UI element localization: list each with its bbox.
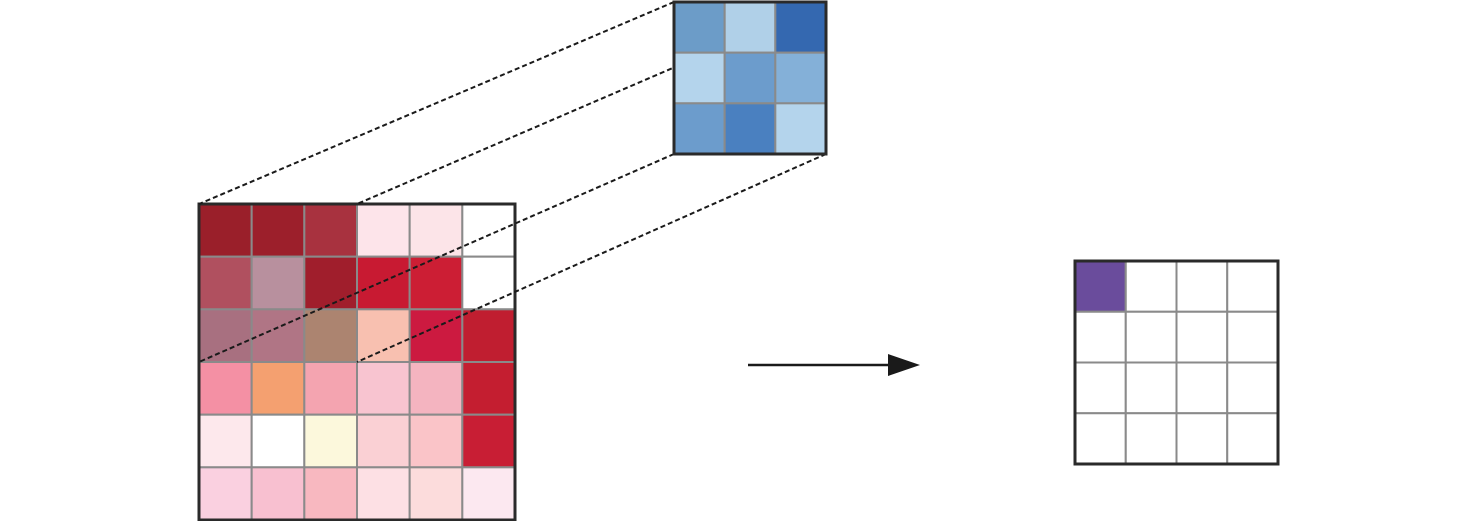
output-cell [1124, 310, 1178, 364]
input-cell [356, 308, 411, 364]
kernel-cell [774, 51, 827, 105]
projection-line [356, 153, 827, 363]
input-grid [197, 202, 517, 521]
input-cell [250, 413, 306, 469]
input-cell [303, 413, 359, 469]
projection-line [356, 1, 827, 205]
input-cell [461, 361, 517, 416]
output-cell [1074, 260, 1127, 313]
input-cell [250, 255, 306, 311]
kernel-cell [774, 1, 827, 54]
input-cell [356, 361, 411, 416]
input-cell [461, 308, 517, 364]
input-cell [356, 203, 411, 258]
output-cell [1175, 361, 1229, 415]
input-cell [356, 255, 411, 311]
input-cell [461, 413, 517, 469]
arrow-head-icon [888, 354, 920, 376]
output-cell [1124, 412, 1178, 465]
input-cell [461, 466, 517, 521]
input-cell [408, 466, 464, 521]
input-border [197, 202, 517, 521]
output-cell [1175, 412, 1229, 465]
output-cell [1226, 412, 1279, 465]
input-cell [303, 255, 359, 311]
projection-line [198, 1, 675, 205]
input-cell [198, 466, 253, 521]
output-cell [1074, 361, 1127, 415]
kernel-cell [673, 1, 726, 54]
kernel-cell [774, 102, 827, 156]
kernel-cell [723, 51, 777, 105]
input-cell [408, 413, 464, 469]
input-cell [408, 308, 464, 364]
output-cell [1175, 310, 1229, 364]
input-cell [303, 203, 359, 258]
kernel-cell [673, 102, 726, 156]
input-cell [198, 413, 253, 469]
output-cell [1226, 260, 1279, 313]
input-cell [303, 466, 359, 521]
kernel-cell [673, 51, 726, 105]
input-cell [250, 361, 306, 416]
input-cell [461, 255, 517, 311]
output-cell [1074, 310, 1127, 364]
output-cell [1124, 361, 1178, 415]
kernel-grid [672, 0, 828, 156]
projection-lines [198, 1, 827, 363]
projection-line [198, 153, 675, 363]
output-cell [1226, 361, 1279, 415]
input-cell [198, 308, 253, 364]
kernel-cell [723, 1, 777, 54]
input-cell [461, 203, 517, 258]
input-cell [303, 308, 359, 364]
input-cell [408, 255, 464, 311]
input-cell [303, 361, 359, 416]
output-cell [1074, 412, 1127, 465]
input-cell [356, 413, 411, 469]
output-grid [1073, 259, 1280, 466]
input-cell [198, 203, 253, 258]
input-cell [250, 203, 306, 258]
input-cell [408, 203, 464, 258]
input-cell [250, 466, 306, 521]
input-cell [198, 361, 253, 416]
input-cell [408, 361, 464, 416]
kernel-cell [723, 102, 777, 156]
output-cell [1175, 260, 1229, 313]
output-cell [1124, 260, 1178, 313]
input-cell [198, 255, 253, 311]
output-cell [1226, 310, 1279, 364]
output-border [1073, 259, 1280, 466]
kernel-border [672, 0, 828, 156]
input-cell [356, 466, 411, 521]
arrow [748, 354, 920, 376]
